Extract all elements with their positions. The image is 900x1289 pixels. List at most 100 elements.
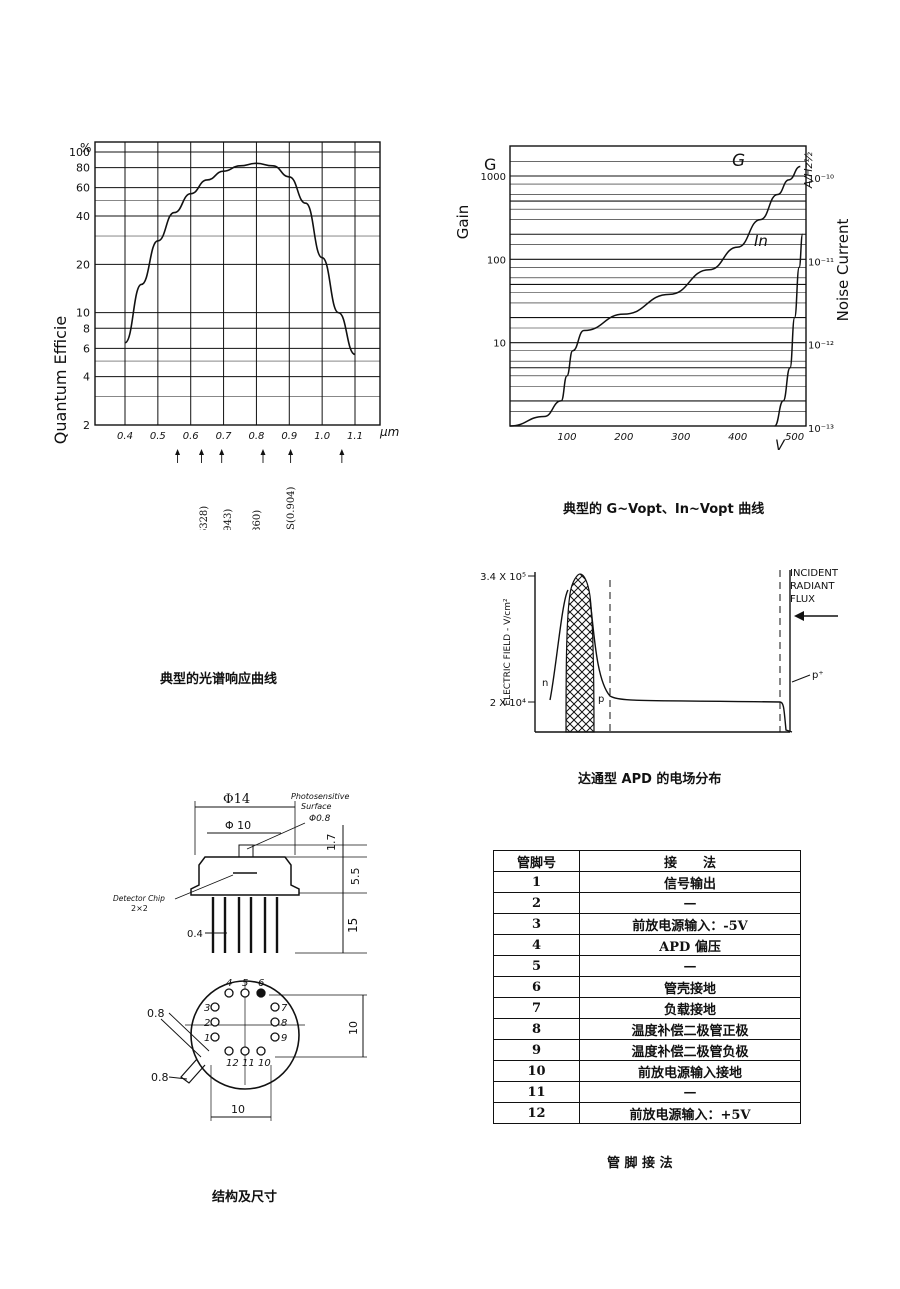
spectral-y-tick: 2: [83, 419, 90, 432]
spectral-source-labels: GaP LED(0.560)He-Ne LASER(0.6328)RUBY LA…: [199, 486, 297, 530]
pin-hole: [256, 1046, 266, 1056]
pin-row: 2—: [493, 892, 801, 914]
field-caption: 达通型 APD 的电场分布: [578, 772, 722, 787]
pin-connection: 前放电源输入：-5V: [579, 913, 801, 935]
spectral-x-tick: 1.0: [314, 431, 330, 442]
structure-drawing: Φ14 Φ 10 Photosensitive Surface Φ0.8 Det…: [113, 792, 367, 1121]
field-bottom-value: 2 X 10⁴: [490, 698, 526, 709]
pplus-label: p⁺: [812, 670, 824, 681]
spectral-y-tick: 8: [83, 322, 90, 335]
dim-08-b: 0.8: [151, 1071, 169, 1084]
spectral-x-tick: 0.8: [248, 431, 264, 442]
spectral-source-arrows: [175, 449, 345, 463]
window: [238, 844, 254, 858]
spectral-x-tick: 0.4: [117, 431, 133, 442]
pin-hole: [210, 1032, 220, 1042]
dim08-b-line: [168, 1076, 188, 1080]
detector-label-2: 2×2: [131, 904, 148, 913]
dim-08-a: 0.8: [147, 1007, 165, 1020]
pin-number: 7: [493, 997, 580, 1019]
detector-pointer: [174, 874, 234, 900]
pin-hole: [224, 988, 234, 998]
flux-line-2: RADIANT: [790, 581, 835, 592]
spectral-caption: 典型的光谱响应曲线: [160, 672, 278, 687]
curve-in-label: In: [754, 232, 768, 250]
pin-number-label: 2: [204, 1018, 210, 1029]
pin-number-label: 6: [258, 978, 264, 989]
gain-x-tick: 500: [785, 432, 804, 443]
structure-caption: 结构及尺寸: [212, 1190, 278, 1205]
pin-number: 11: [493, 1081, 580, 1103]
pin-number-label: 7: [281, 1003, 288, 1014]
pin-number: 8: [493, 1018, 580, 1040]
gain-curve: [509, 165, 801, 427]
source-label: RUBY LASER(0.6943): [223, 509, 234, 530]
dim08-line-b: [168, 1012, 210, 1052]
dim-17: 1.7: [325, 834, 338, 852]
source-arrow-head: [175, 449, 181, 455]
pin-number-label: 10: [258, 1058, 271, 1069]
dim08-line-a: [160, 1018, 202, 1058]
gain-x-tick: 200: [614, 432, 633, 443]
pin-connection: —: [579, 955, 801, 977]
curve-g-label: G: [732, 151, 745, 171]
spectral-y-tick: 40: [76, 210, 90, 223]
gain-grid: [509, 145, 807, 427]
field-profile: [549, 589, 793, 733]
detector-label-1: Detector Chip: [113, 894, 165, 903]
pin-hole: [224, 1046, 234, 1056]
source-arrow-head: [339, 449, 345, 455]
pin-number-label: 11: [242, 1058, 255, 1069]
pin-connection: 负载接地: [579, 997, 801, 1019]
pin-row: 11—: [493, 1081, 801, 1103]
pin-row: 5—: [493, 955, 801, 977]
pin-table-caption: 管 脚 接 法: [607, 1156, 673, 1171]
spectral-y-tick: 6: [83, 342, 90, 355]
hatched-peak: [565, 573, 595, 733]
field-top-value: 3.4 X 10⁵: [480, 572, 526, 583]
pin-number-label: 8: [281, 1018, 287, 1029]
pin-hole: [270, 1017, 280, 1027]
source-arrow-head: [198, 449, 204, 455]
pin-hole: [270, 1002, 280, 1012]
gain-right-tick: 10⁻¹¹: [808, 257, 834, 268]
spectral-x-tick: 0.5: [150, 431, 166, 442]
photosensitive-3: Φ0.8: [309, 814, 331, 824]
spectral-y-label: Quantum Efficie: [51, 316, 70, 444]
pin-header-number: 管脚号: [493, 850, 580, 872]
dim-55: 5.5: [349, 868, 362, 886]
source-arrow-head: [219, 449, 225, 455]
gain-right-tick: 10⁻¹⁰: [808, 174, 834, 185]
pin-connection: 前放电源输入：+5V: [579, 1102, 801, 1124]
pin-number-label: 12: [226, 1058, 239, 1069]
source-label: GaAlAs(0.820~0.860): [252, 510, 263, 530]
pin-number: 6: [493, 976, 580, 998]
photosensitive-1: Photosensitive: [291, 792, 349, 801]
spectral-y-tick: 4: [83, 371, 90, 384]
gain-left-tick: 100: [487, 255, 506, 266]
gain-caption: 典型的 G~Vopt、In~Vopt 曲线: [563, 502, 765, 517]
spectral-grid: [94, 141, 381, 426]
pin-connection: 温度补偿二极管正极: [579, 1018, 801, 1040]
spectral-x-tick: 1.1: [347, 431, 363, 442]
spectral-y-tick: 80: [76, 162, 90, 175]
gain-x-tick: 100: [557, 432, 576, 443]
pin-number-label: 9: [281, 1033, 287, 1044]
dim-10-horizontal: 10: [231, 1103, 245, 1116]
spectral-y-tick: 100: [69, 146, 90, 159]
pin-hole: [240, 988, 250, 998]
gain-right-tick: 10⁻¹²: [808, 341, 834, 352]
